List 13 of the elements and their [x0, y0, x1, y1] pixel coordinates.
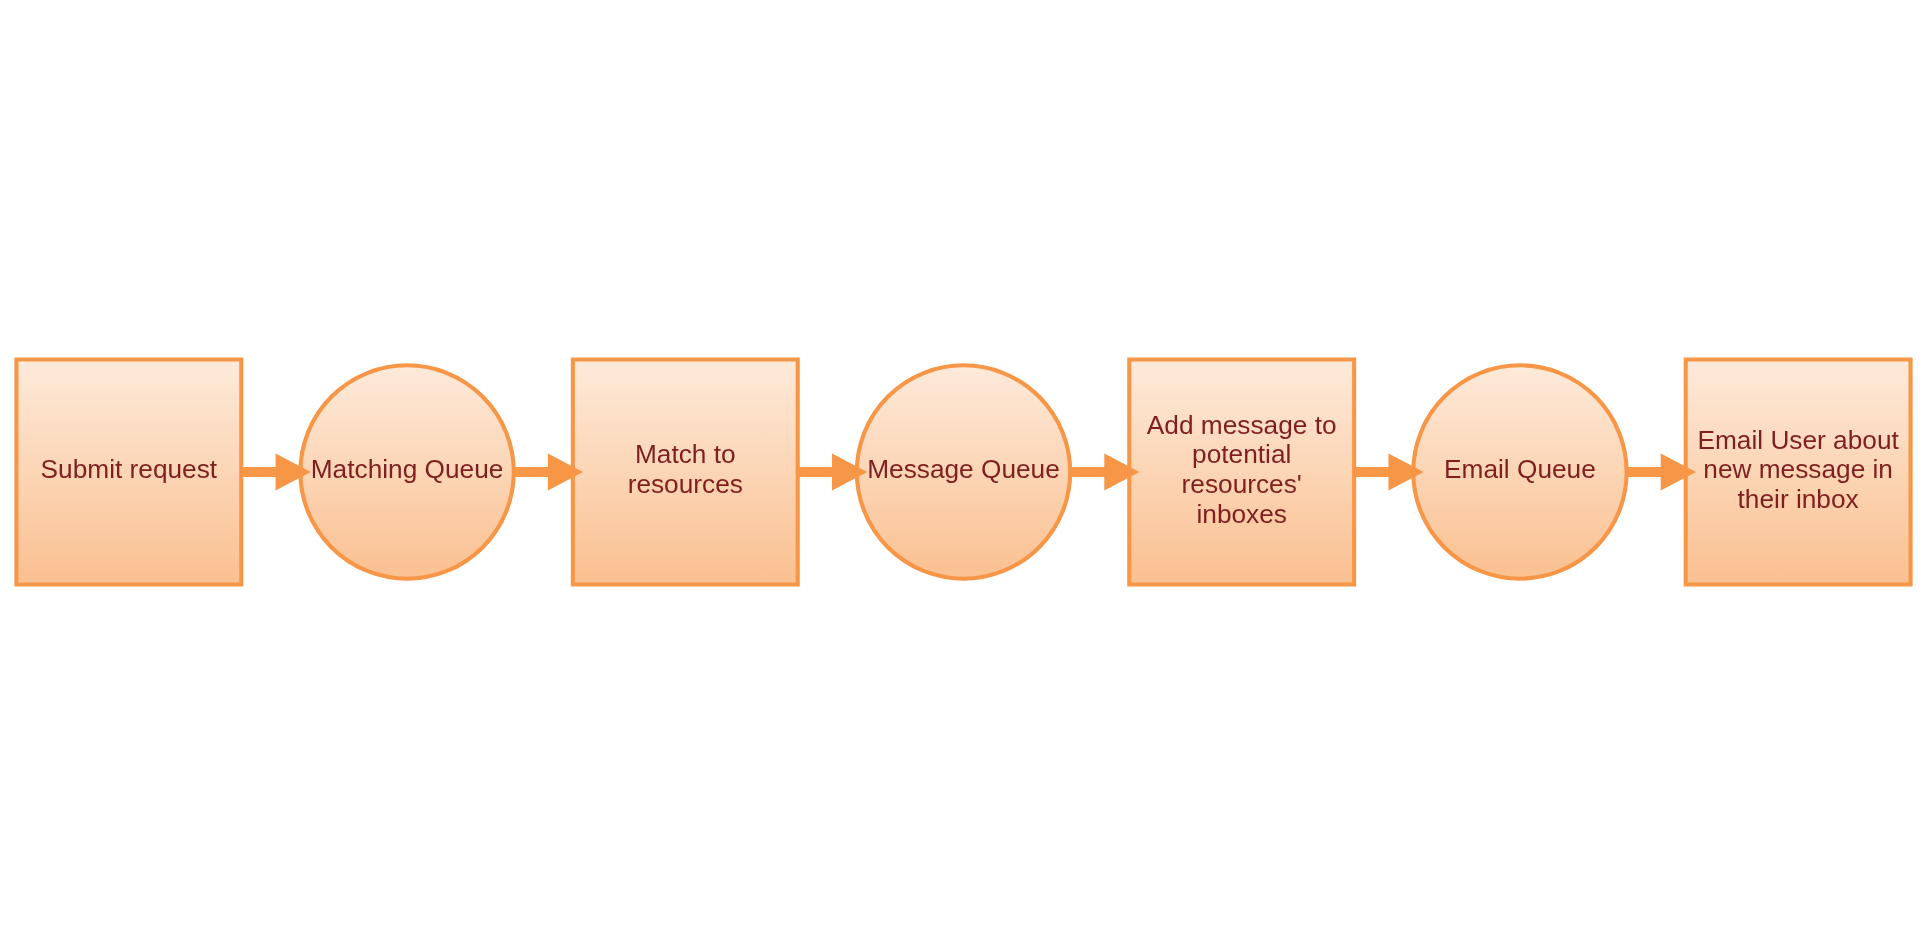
node-circle: Matching Queue	[298, 363, 516, 581]
node-circle: Message Queue	[854, 363, 1073, 581]
arrow	[1354, 453, 1424, 491]
node-box: Submit request	[14, 357, 244, 587]
node-circle: Email Queue	[1411, 363, 1629, 581]
arrow	[1070, 453, 1140, 491]
arrow	[241, 453, 311, 491]
node-box: Match to resources	[570, 357, 800, 587]
node-box: Email User about new message in their inbox	[1683, 357, 1913, 587]
arrow	[797, 453, 868, 491]
arrow	[1627, 453, 1696, 491]
node-box: Add message to potential resources' inboxes	[1127, 357, 1357, 587]
arrow	[514, 453, 584, 491]
